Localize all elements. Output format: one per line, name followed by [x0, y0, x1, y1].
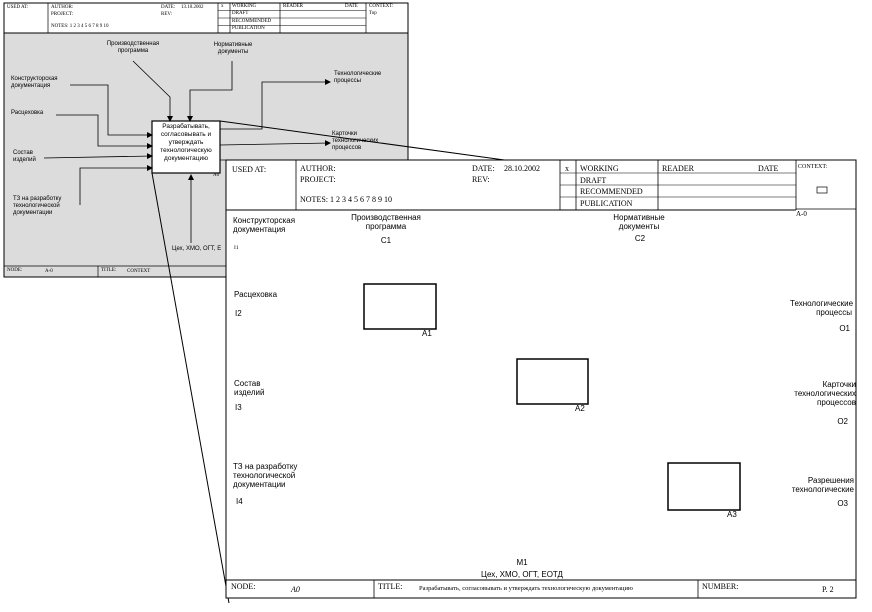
small-publication: PUBLICATION [232, 26, 265, 31]
small-activity-label: Разрабатывать, согласовывать и утверждат… [160, 123, 212, 162]
c1-label: Производственная программа [351, 213, 421, 231]
large-date-value: 28.10.2002 [504, 164, 540, 173]
o3-code: O3 [837, 499, 848, 508]
i1-label: Конструкторская документация [233, 216, 296, 234]
large-reader: READER [662, 164, 694, 173]
large-draft: DRAFT [580, 176, 607, 185]
i3-label: Состав изделий [234, 379, 265, 397]
small-input3-label: Состав изделий [13, 150, 36, 163]
small-input2-label: Расцеховка [11, 110, 44, 116]
small-date2: DATE [345, 4, 358, 9]
small-used-at: USED AT: [7, 5, 29, 10]
i4-code: I4 [236, 497, 243, 506]
large-a-minus-0: A-0 [796, 210, 807, 218]
m1-code: M1 [516, 558, 528, 567]
small-output1-label: Технологические процессы [334, 71, 382, 84]
zoom-line-bottom [151, 172, 230, 604]
large-x: x [565, 164, 569, 173]
large-recommended: RECOMMENDED [580, 187, 643, 196]
large-date2: DATE [758, 164, 779, 173]
large-notes: NOTES: 1 2 3 4 5 6 7 8 9 10 [300, 195, 392, 204]
large-publication: PUBLICATION [580, 199, 633, 208]
large-number: NUMBER: [702, 582, 739, 591]
small-output2-label: Карточки технологических процессов [332, 131, 379, 151]
large-node-value: A0 [291, 585, 300, 594]
small-draft: DRAFT [232, 11, 249, 16]
o2-code: O2 [837, 417, 848, 426]
large-rev: REV: [472, 175, 490, 184]
large-author: AUTHOR: [300, 164, 336, 173]
small-project: PROJECT: [51, 12, 74, 17]
small-node: NODE: [7, 268, 23, 273]
a3-label: A3 [727, 510, 737, 519]
small-rev: REV: [161, 12, 173, 17]
context-thumbnail [816, 186, 828, 194]
c1-code: C1 [380, 236, 392, 245]
large-context: CONTEXT: [798, 164, 828, 170]
large-project: PROJECT: [300, 175, 336, 184]
o1-code: O1 [839, 324, 850, 333]
large-node: NODE: [231, 582, 256, 591]
small-control1-label: Производственная программа [106, 41, 160, 54]
i4-label: ТЗ на разработку технологической докумен… [233, 462, 298, 489]
small-mechanism-label: Цех, ХМО, ОГТ, Е [172, 246, 222, 252]
small-input1-label: Конструкторская документация [11, 76, 58, 89]
small-context-footer: CONTEXT [127, 269, 151, 274]
small-title: TITLE: [101, 268, 117, 273]
small-date-label: DATE: [161, 5, 176, 10]
large-page: P. 2 [822, 585, 834, 594]
a2-label: A2 [575, 404, 585, 413]
i3-code: I3 [235, 403, 242, 412]
large-date-label: DATE: [472, 164, 495, 173]
small-notes: NOTES: 1 2 3 4 5 6 7 8 9 10 [51, 24, 109, 29]
small-date-value: 13.10.2002 [181, 5, 204, 10]
small-a0-label: A0 [213, 173, 220, 178]
small-context: CONTEXT: [369, 4, 394, 9]
small-node-value: A-0 [45, 269, 53, 274]
i1-code: I1 [234, 245, 239, 251]
activity-box-a1 [363, 283, 437, 330]
m1-label: Цех, ХМО, ОГТ, ЕОТД [481, 570, 563, 579]
small-input4-label: ТЗ на разработку технологической докумен… [13, 196, 62, 216]
i2-label: Расцеховка [234, 290, 278, 299]
large-used-at: USED AT: [232, 165, 267, 174]
small-author: AUTHOR: [51, 5, 74, 10]
small-x: x [221, 4, 224, 9]
large-title: TITLE: [378, 582, 403, 591]
small-reader: READER [283, 4, 303, 9]
activity-box-a3 [667, 462, 741, 511]
c2-code: C2 [634, 234, 646, 243]
i2-code: I2 [235, 309, 242, 318]
c2-label: Нормативные документы [613, 213, 665, 231]
o1-label: Технологические процессы [790, 299, 854, 317]
o2-label: Карточки технологических процессов [794, 380, 856, 407]
large-title-value: Разрабатывать, согласовывать и утверждат… [419, 585, 633, 592]
small-recommended: RECOMMENDED [232, 19, 272, 24]
large-working: WORKING [580, 164, 619, 173]
a1-label: A1 [422, 329, 432, 338]
small-control2-label: Нормативные документы [213, 42, 253, 55]
activity-box-a2 [516, 358, 589, 405]
small-working: WORKING [232, 4, 257, 9]
o3-label: Разрешения технологические [791, 476, 854, 494]
small-top: Top [369, 11, 377, 16]
